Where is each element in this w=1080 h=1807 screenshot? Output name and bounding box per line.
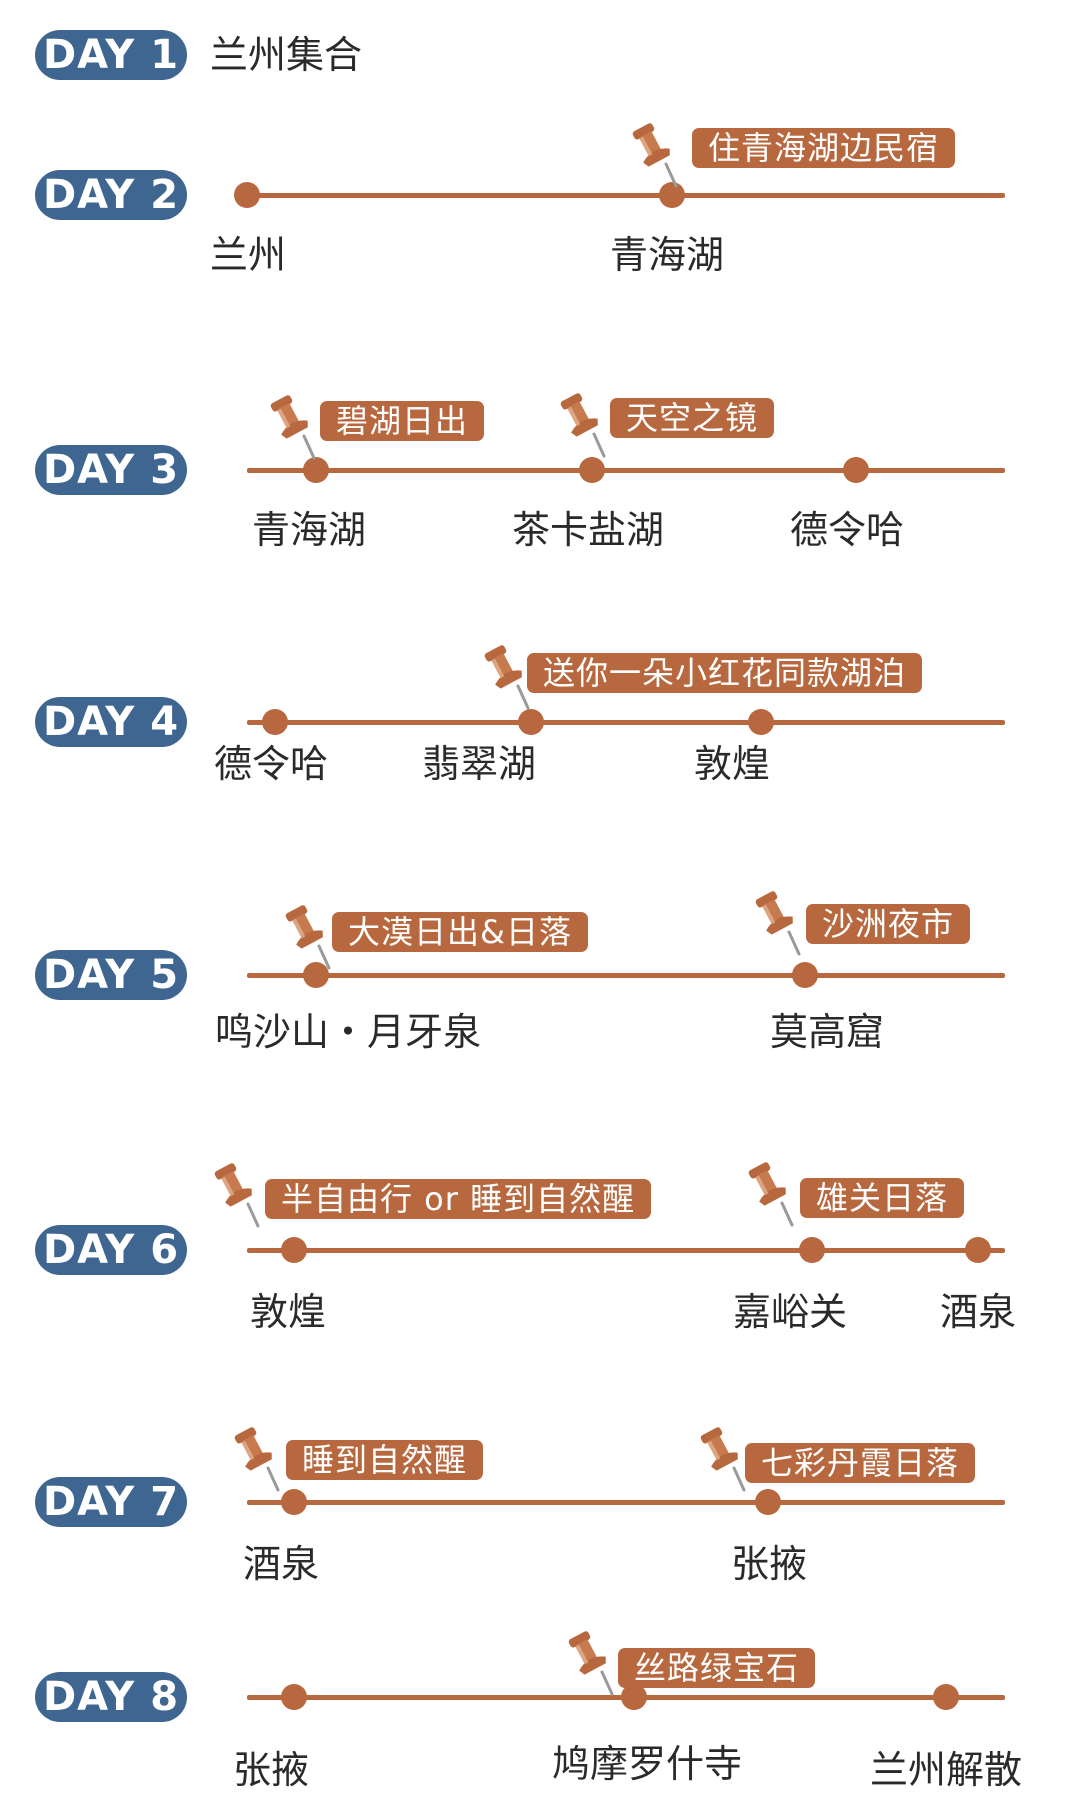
highlight-tag: 送你一朵小红花同款湖泊 <box>527 653 923 693</box>
day-note: 兰州集合 <box>210 33 363 77</box>
stop-dot <box>518 709 544 735</box>
highlight-tag: 住青海湖边民宿 <box>692 128 956 168</box>
pushpin-icon <box>285 905 331 970</box>
route-line <box>247 193 1005 198</box>
stop-label: 德令哈 <box>214 742 329 786</box>
stop-dot <box>933 1684 959 1710</box>
stop-dot <box>799 1237 825 1263</box>
stop-dot <box>234 182 260 208</box>
day-badge: DAY 4 <box>35 697 187 747</box>
pushpin-icon <box>632 123 678 188</box>
route-line <box>247 1500 1005 1505</box>
stop-label: 茶卡盐湖 <box>512 508 665 552</box>
highlight-tag: 大漠日出&日落 <box>332 912 588 952</box>
highlight-tag: 半自由行 or 睡到自然醒 <box>265 1179 652 1219</box>
stop-dot <box>792 962 818 988</box>
stop-label: 鸣沙山・月牙泉 <box>215 1010 482 1054</box>
route-line <box>247 973 1005 978</box>
pushpin-icon <box>484 645 530 710</box>
highlight-tag: 七彩丹霞日落 <box>745 1443 976 1483</box>
stop-label: 酒泉 <box>243 1542 320 1586</box>
day-badge: DAY 1 <box>35 30 187 80</box>
route-line <box>247 468 1005 473</box>
day-badge: DAY 2 <box>35 170 187 220</box>
route-line <box>247 1248 1005 1253</box>
stop-label: 鸠摩罗什寺 <box>552 1742 743 1786</box>
day-badge: DAY 3 <box>35 445 187 495</box>
route-line <box>247 720 1005 725</box>
day-badge: DAY 5 <box>35 950 187 1000</box>
stop-dot <box>303 457 329 483</box>
stop-label: 翡翠湖 <box>422 742 537 786</box>
day-badge: DAY 6 <box>35 1225 187 1275</box>
day-badge: DAY 8 <box>35 1672 187 1722</box>
stop-label: 酒泉 <box>940 1290 1017 1334</box>
stop-dot <box>755 1489 781 1515</box>
highlight-tag: 睡到自然醒 <box>286 1440 484 1480</box>
pushpin-icon <box>214 1163 260 1228</box>
highlight-tag: 沙洲夜市 <box>806 904 971 944</box>
pushpin-icon <box>270 395 316 460</box>
highlight-tag: 碧湖日出 <box>320 401 485 441</box>
pushpin-icon <box>700 1427 746 1492</box>
pushpin-icon <box>560 393 606 458</box>
stop-dot <box>281 1684 307 1710</box>
stop-label: 张掖 <box>233 1748 310 1792</box>
stop-label: 张掖 <box>731 1542 808 1586</box>
highlight-tag: 丝路绿宝石 <box>618 1648 816 1688</box>
stop-label: 兰州解散 <box>870 1748 1023 1792</box>
stop-label: 敦煌 <box>250 1290 327 1334</box>
pushpin-icon <box>755 891 801 956</box>
stop-dot <box>965 1237 991 1263</box>
highlight-tag: 天空之镜 <box>610 398 775 438</box>
stop-dot <box>281 1489 307 1515</box>
stop-dot <box>303 962 329 988</box>
stop-dot <box>748 709 774 735</box>
stop-dot <box>621 1684 647 1710</box>
stop-label: 兰州 <box>210 233 287 277</box>
day-badge: DAY 7 <box>35 1477 187 1527</box>
stop-dot <box>281 1237 307 1263</box>
stop-label: 敦煌 <box>694 742 771 786</box>
stop-label: 青海湖 <box>252 508 367 552</box>
pushpin-icon <box>568 1631 614 1696</box>
stop-label: 德令哈 <box>790 508 905 552</box>
stop-dot <box>843 457 869 483</box>
stop-label: 嘉峪关 <box>733 1290 848 1334</box>
stop-dot <box>659 182 685 208</box>
stop-dot <box>579 457 605 483</box>
stop-label: 青海湖 <box>610 233 725 277</box>
pushpin-icon <box>234 1427 280 1492</box>
stop-dot <box>262 709 288 735</box>
pushpin-icon <box>748 1162 794 1227</box>
highlight-tag: 雄关日落 <box>800 1178 965 1218</box>
stop-label: 莫高窟 <box>770 1010 885 1054</box>
